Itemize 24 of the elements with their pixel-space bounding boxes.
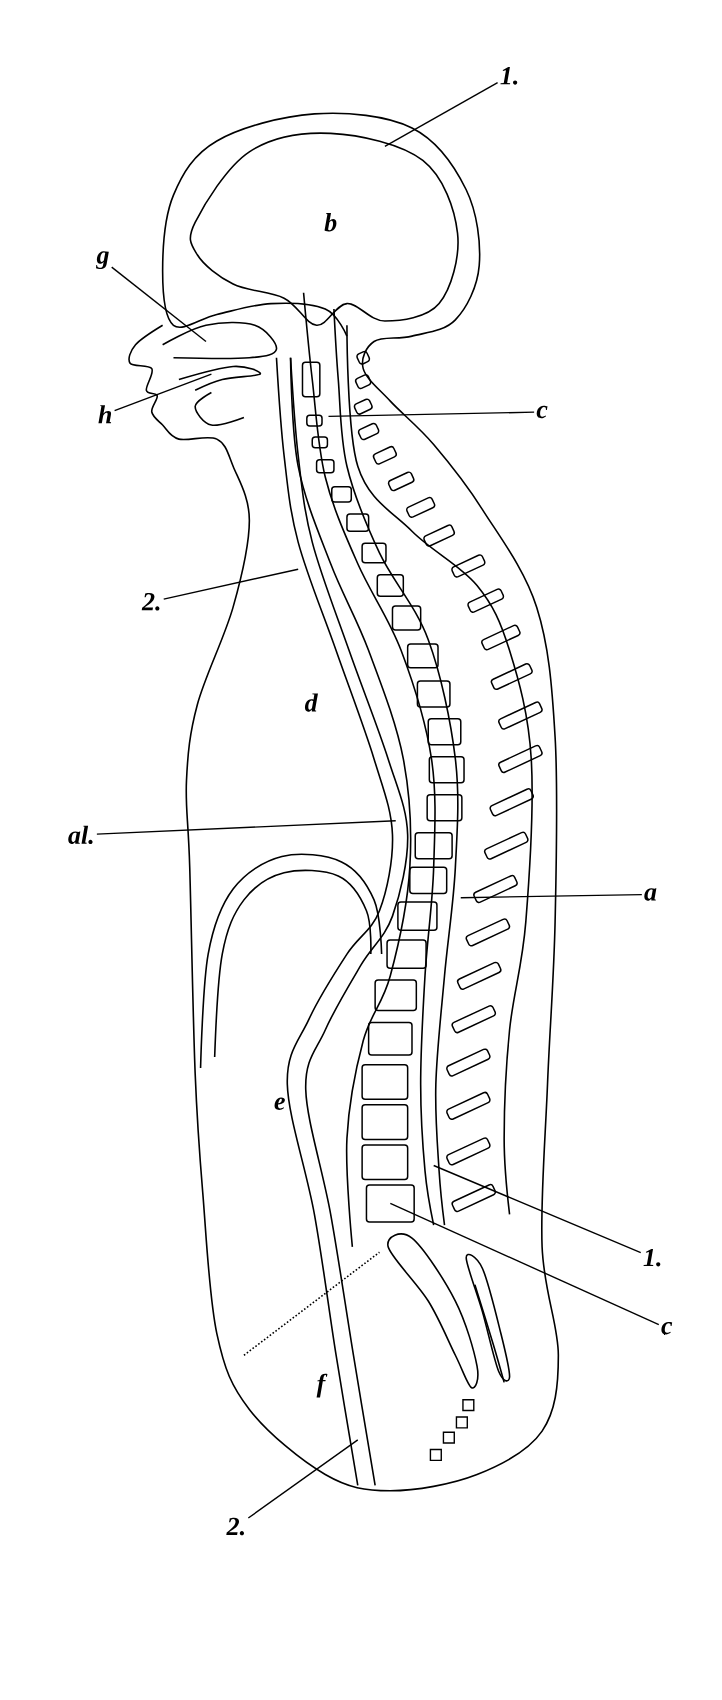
part-label: 1. [500, 67, 518, 85]
leader-line [110, 266, 207, 343]
leader-line [163, 568, 299, 600]
part-label: al. [68, 825, 93, 845]
region-letter: b [324, 213, 337, 232]
leader-line [327, 411, 535, 418]
region-letter: d [304, 693, 318, 712]
part-label: c [661, 1321, 673, 1335]
leader-line [460, 893, 643, 899]
part-label: h [98, 405, 112, 424]
leader-line [113, 373, 213, 412]
region-letter: f [316, 1373, 328, 1398]
part-label: a [644, 888, 657, 901]
part-label: c [536, 405, 548, 419]
leader-line [96, 820, 397, 835]
leader-line [432, 1164, 642, 1254]
leader-line [384, 81, 499, 148]
part-label: 2. [141, 592, 160, 611]
leader-line [247, 1439, 359, 1519]
part-label: 2. [226, 1517, 244, 1536]
part-label: 1. [643, 1248, 661, 1267]
region-letter: e [274, 1097, 285, 1110]
part-label: g [96, 251, 109, 270]
leader-line [389, 1202, 660, 1326]
